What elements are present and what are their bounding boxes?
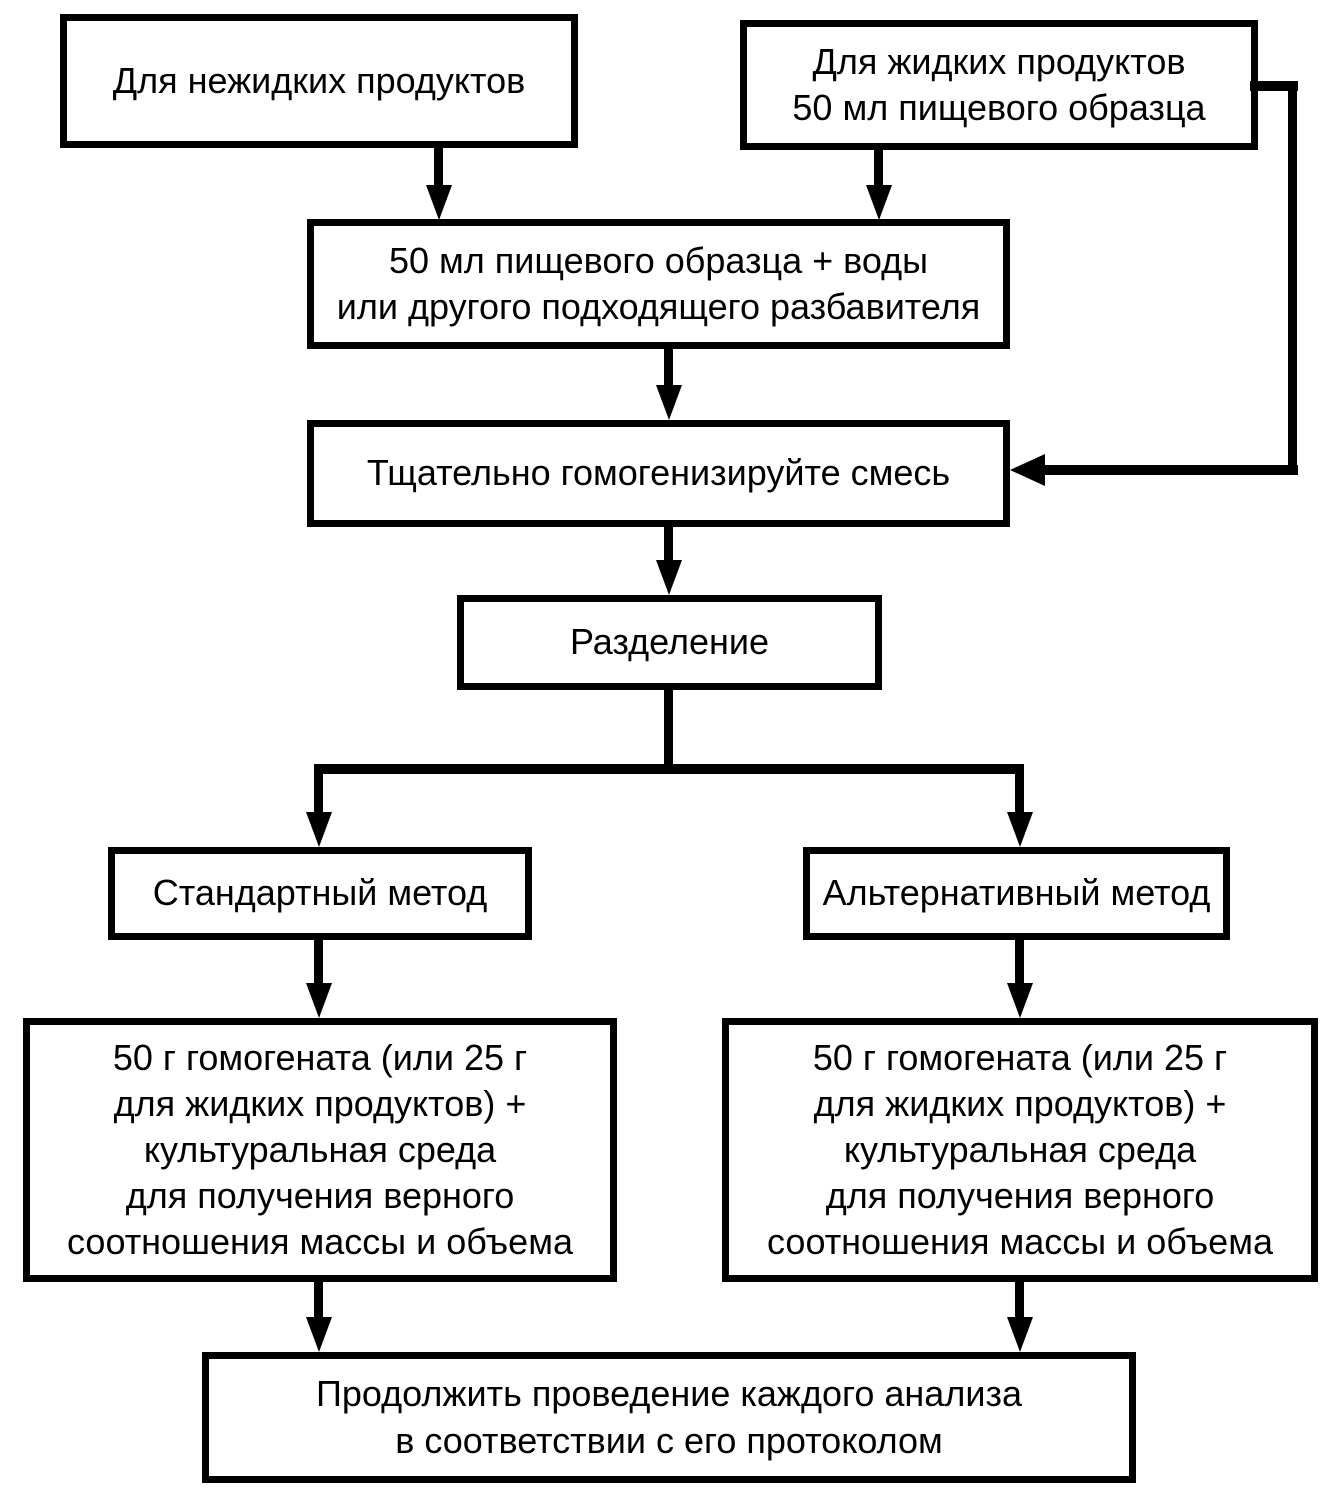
edge-dilution-to-homogenize-line	[664, 347, 673, 388]
edge-liquid-to-homogenize-line-top	[1250, 81, 1298, 91]
edge-separation-split-stem	[664, 688, 673, 774]
node-standard-sample: 50 г гомогената (или 25 г для жидких про…	[23, 1018, 617, 1282]
edge-alternative-to-sample-line	[1015, 938, 1024, 986]
arrowhead-down-icon	[866, 185, 892, 220]
edge-nonliquid-to-dilution-line	[434, 148, 443, 188]
node-separation-label: Разделение	[569, 621, 770, 663]
edge-liquid-to-dilution-line	[874, 150, 883, 188]
edge-standard-sample-to-final-line	[314, 1280, 323, 1320]
edge-separation-split-bar	[314, 764, 1024, 774]
arrowhead-down-icon	[1007, 1317, 1033, 1352]
node-nonliquid-products: Для нежидких продуктов	[60, 14, 578, 148]
node-nonliquid-products-label: Для нежидких продуктов	[112, 59, 526, 101]
edge-alternative-sample-to-final-line	[1015, 1280, 1024, 1320]
edge-liquid-to-homogenize-line-side	[1288, 81, 1297, 475]
node-liquid-products-label: Для жидких продуктов 50 мл пищевого обра…	[792, 40, 1206, 128]
arrowhead-left-icon	[1010, 454, 1045, 486]
node-homogenize: Тщательно гомогенизируйте смесь	[307, 420, 1010, 527]
node-alternative-sample-label: 50 г гомогената (или 25 г для жидких про…	[767, 1036, 1273, 1263]
node-final-step: Продолжить проведение каждого анализа в …	[202, 1352, 1136, 1483]
arrowhead-down-icon	[656, 385, 682, 420]
edge-standard-to-sample-line	[314, 938, 323, 986]
node-alternative-sample: 50 г гомогената (или 25 г для жидких про…	[722, 1018, 1318, 1282]
node-alternative-method-label: Альтернативный метод	[822, 872, 1211, 914]
edge-liquid-to-homogenize-line-bottom	[1040, 465, 1298, 475]
node-alternative-method: Альтернативный метод	[803, 847, 1230, 940]
arrowhead-down-icon	[1007, 983, 1033, 1018]
edge-split-to-alternative-line	[1015, 764, 1024, 814]
arrowhead-down-icon	[306, 983, 332, 1018]
arrowhead-down-icon	[656, 560, 682, 595]
node-standard-method: Стандартный метод	[108, 847, 532, 940]
node-final-step-label: Продолжить проведение каждого анализа в …	[316, 1373, 1022, 1461]
node-liquid-products: Для жидких продуктов 50 мл пищевого обра…	[740, 20, 1258, 150]
arrowhead-down-icon	[306, 812, 332, 847]
node-dilution-label: 50 мл пищевого образца + воды или другог…	[336, 239, 981, 327]
arrowhead-down-icon	[1007, 812, 1033, 847]
arrowhead-down-icon	[426, 185, 452, 220]
node-standard-sample-label: 50 г гомогената (или 25 г для жидких про…	[67, 1036, 573, 1263]
edge-split-to-standard-line	[314, 764, 323, 814]
node-homogenize-label: Тщательно гомогенизируйте смесь	[366, 452, 951, 494]
edge-homogenize-to-separation-line	[664, 525, 673, 563]
arrowhead-down-icon	[306, 1317, 332, 1352]
node-separation: Разделение	[457, 595, 882, 690]
node-standard-method-label: Стандартный метод	[152, 872, 488, 914]
node-dilution: 50 мл пищевого образца + воды или другог…	[307, 219, 1010, 349]
